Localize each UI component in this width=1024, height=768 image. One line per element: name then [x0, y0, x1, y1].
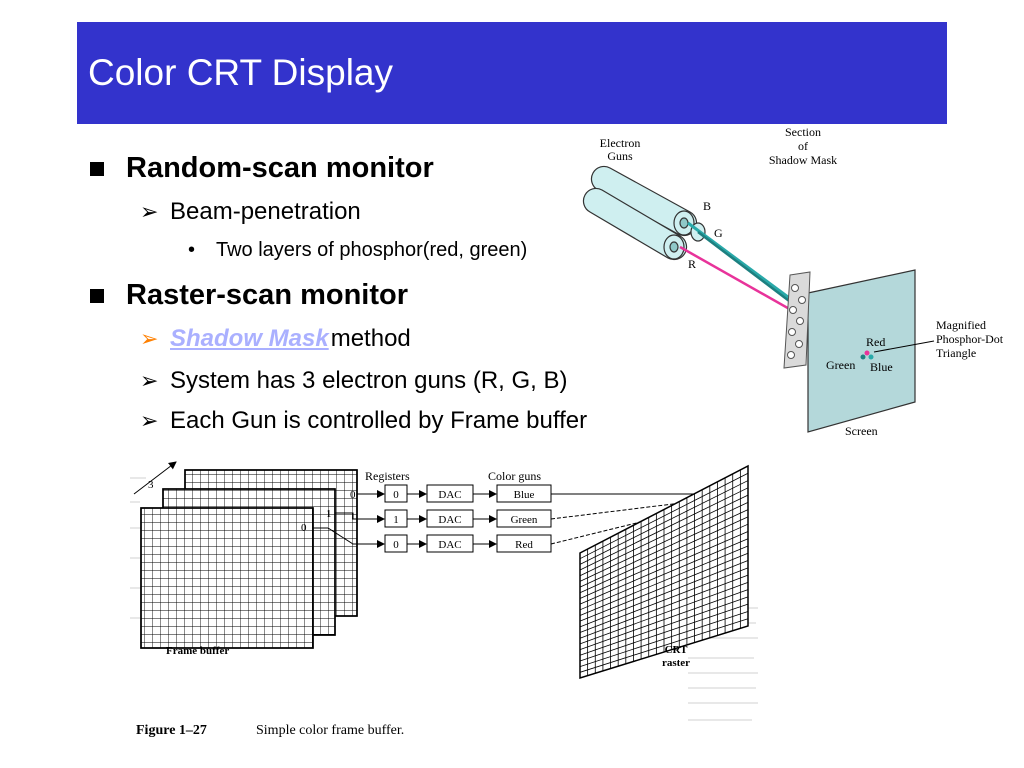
bullet-electron-guns-text: System has 3 electron guns (R, G, B)	[170, 367, 568, 394]
reg-value-0: 0	[393, 489, 399, 501]
label-depth: 3	[148, 479, 154, 491]
bullet-random-scan-text: Random-scan monitor	[126, 152, 434, 184]
arrow-bullet-icon: ➢	[140, 368, 159, 393]
bullet-two-layers: • Two layers of phosphor(red, green)	[188, 239, 527, 262]
phosphor-blue-dot	[868, 354, 874, 360]
dac-label-2: DAC	[438, 514, 461, 526]
title-bar: Color CRT Display	[77, 22, 947, 124]
label-magnified-2: Phosphor-Dot	[936, 332, 1004, 346]
square-bullet-icon	[90, 288, 104, 303]
gun-label-blue: Blue	[514, 489, 535, 501]
label-electron-guns-1: Electron	[600, 136, 641, 150]
arrow-bullet-icon: ➢	[140, 326, 159, 351]
dac-label-3: DAC	[438, 539, 461, 551]
label-registers: Registers	[365, 469, 410, 483]
label-electron-guns-2: Guns	[607, 149, 633, 163]
bullet-electron-guns: ➢ System has 3 electron guns (R, G, B)	[140, 367, 568, 395]
shadow-mask-diagram: Electron Guns Section of Shadow Mask B G…	[582, 125, 1004, 438]
magnified-pointer	[873, 340, 935, 353]
shadow-mask-link[interactable]: Shadow Mask	[170, 325, 329, 352]
dot-bullet-icon: •	[188, 239, 196, 261]
gun-label-green: Green	[511, 514, 538, 526]
frame-buffer-diagram: 3 0 1 0 Registers Color guns 0 1 0 DAC D…	[130, 461, 758, 738]
electron-gun-cylinders	[582, 165, 706, 261]
label-section-2: of	[798, 139, 808, 153]
bullet-raster-scan: Raster-scan monitor	[90, 279, 408, 312]
slide-title: Color CRT Display	[88, 52, 393, 93]
label-plane-0: 0	[350, 489, 356, 501]
dac-label-1: DAC	[438, 489, 461, 501]
phosphor-green-dot	[860, 354, 866, 360]
square-bullet-icon	[90, 161, 104, 176]
bullet-raster-scan-text: Raster-scan monitor	[126, 279, 409, 311]
frame-plane-front	[140, 507, 314, 649]
label-green: Green	[826, 358, 855, 372]
bullet-frame-buffer-text: Each Gun is controlled by Frame buffer	[170, 407, 588, 434]
label-magnified-3: Triangle	[936, 346, 976, 360]
label-red: Red	[866, 335, 885, 349]
label-gun-g: G	[714, 226, 723, 240]
shadow-mask-method-text: method	[330, 325, 411, 352]
crt-screen	[807, 269, 916, 433]
bullet-frame-buffer: ➢ Each Gun is controlled by Frame buffer	[140, 407, 587, 435]
phosphor-red-dot	[864, 350, 870, 356]
label-gun-b: B	[703, 199, 711, 213]
bullet-shadow-mask: ➢ Shadow Mask method	[140, 325, 411, 353]
reg-value-1: 1	[393, 514, 399, 526]
label-section-3: Shadow Mask	[769, 153, 837, 167]
label-magnified-1: Magnified	[936, 318, 986, 332]
label-crt-1: CRT	[665, 644, 689, 656]
figure-caption-label: Figure 1–27	[136, 723, 207, 738]
bullet-beam-text: Beam-penetration	[170, 198, 361, 225]
reg-value-2: 0	[393, 539, 399, 551]
gun-label-red: Red	[515, 539, 533, 551]
crt-raster	[579, 464, 749, 680]
label-gun-r: R	[688, 257, 696, 271]
label-plane-2: 0	[301, 522, 307, 534]
bullet-beam-penetration: ➢ Beam-penetration	[140, 198, 361, 226]
label-frame-buffer: Frame buffer	[166, 645, 229, 657]
label-section-1: Section	[785, 125, 821, 139]
arrow-bullet-icon: ➢	[140, 199, 159, 224]
label-color-guns: Color guns	[488, 469, 541, 483]
label-crt-2: raster	[662, 657, 690, 669]
label-screen: Screen	[845, 424, 878, 438]
label-plane-1: 1	[326, 508, 332, 520]
arrow-bullet-icon: ➢	[140, 408, 159, 433]
bullet-random-scan: Random-scan monitor	[90, 152, 434, 185]
depth-arrow	[133, 461, 177, 495]
figure-caption-text: Simple color frame buffer.	[256, 723, 404, 738]
label-blue: Blue	[870, 360, 893, 374]
bullet-two-layers-text: Two layers of phosphor(red, green)	[216, 239, 528, 261]
shadow-mask-section	[783, 271, 811, 369]
